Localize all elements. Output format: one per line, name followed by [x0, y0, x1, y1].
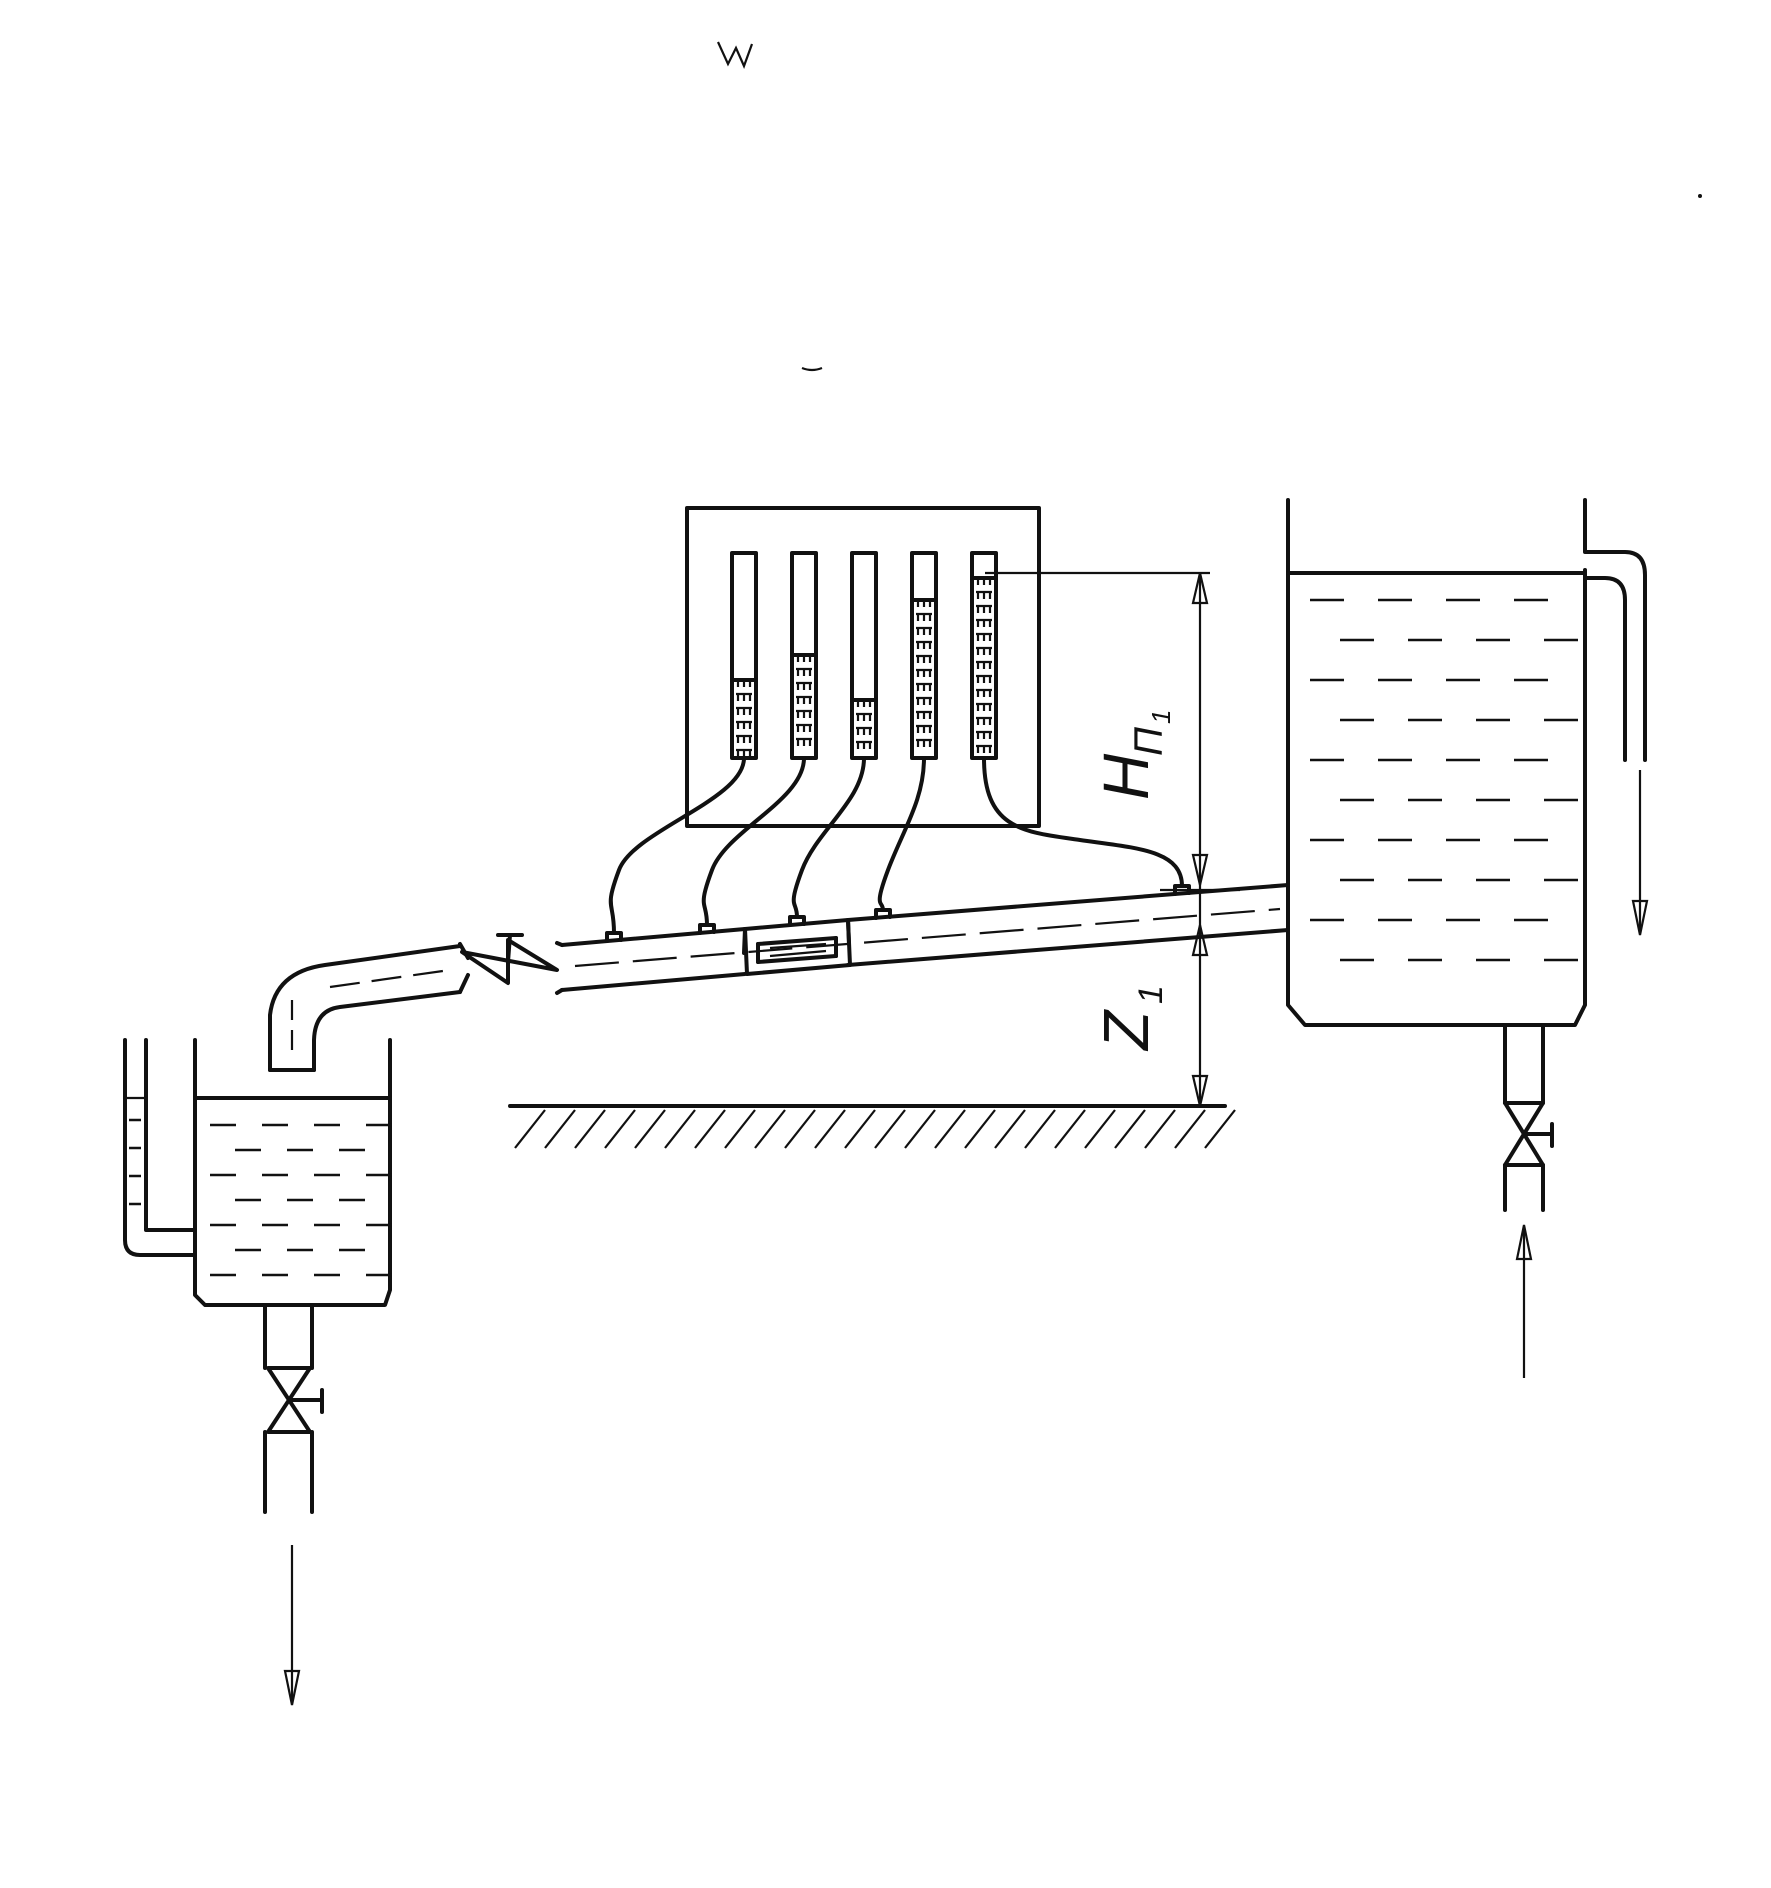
- receiving-tank-water: [129, 1118, 392, 1277]
- supply-inlet: [1503, 1023, 1554, 1378]
- ground-datum: [508, 1104, 1236, 1149]
- piezometer-hose: [791, 756, 866, 919]
- flow-meter-insert: [742, 918, 852, 976]
- ground-hatching: [514, 1109, 1236, 1149]
- piezometer-hose: [608, 756, 746, 935]
- elevation-label: Z 1: [1090, 985, 1170, 1052]
- piezometer-water-column: [910, 598, 938, 752]
- piezometer-water-column: [970, 576, 998, 753]
- tank-water-surface: [1310, 598, 1578, 962]
- piezometer-water-column: [850, 698, 878, 752]
- pipe-control-valve: [458, 933, 564, 995]
- piezometer-hose: [877, 756, 926, 912]
- piezometer-hose: [701, 756, 806, 927]
- head-label: H П 1: [1090, 710, 1176, 800]
- supply-tank: [1286, 498, 1649, 1027]
- dimension-lines: [985, 571, 1240, 1107]
- main-pipe: [560, 883, 1290, 992]
- head-subscript: П: [1127, 726, 1171, 756]
- receiving-tank: [123, 1038, 392, 1706]
- head-index: 1: [1146, 710, 1176, 724]
- piezometer-water-column: [730, 678, 758, 757]
- head-symbol: H: [1090, 753, 1162, 800]
- piezometer-hoses: [608, 756, 1184, 935]
- piezometer-water-column: [790, 653, 818, 752]
- piezometer-hose: [982, 756, 1184, 888]
- outlet-elbow-pipe: [268, 944, 462, 1072]
- piezometer-board: [608, 506, 1184, 935]
- piezometer-tubes: [730, 551, 998, 760]
- elevation-index: 1: [1132, 985, 1170, 1004]
- elevation-symbol: Z: [1090, 1009, 1162, 1052]
- scan-specks: [716, 41, 1702, 372]
